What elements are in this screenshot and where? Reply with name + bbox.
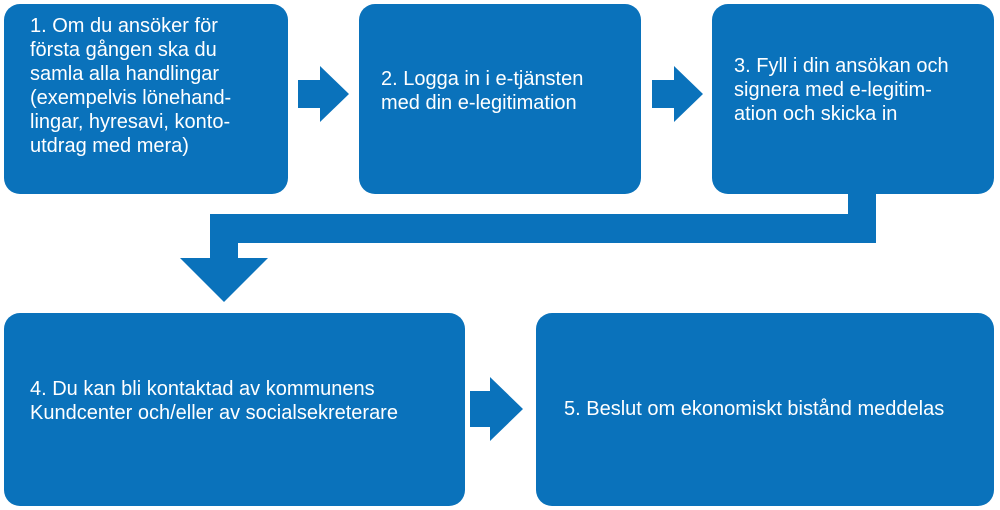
step-4-box: 4. Du kan bli kontaktad av kommunens Kun… [4,313,465,506]
step-1-box: 1. Om du ansöker för första gången ska d… [4,4,288,194]
arrow-step3-to-step4 [180,194,876,302]
step-5-box: 5. Beslut om ekonomiskt bistånd meddelas [536,313,994,506]
step-3-box: 3. Fyll i din ansökan och signera med e-… [712,4,994,194]
arrow-step4-to-step5 [470,377,523,441]
arrow-step2-to-step3 [652,66,703,122]
arrow-step1-to-step2 [298,66,349,122]
step-2-box: 2. Logga in i e-tjänsten med din e-legit… [359,4,641,194]
